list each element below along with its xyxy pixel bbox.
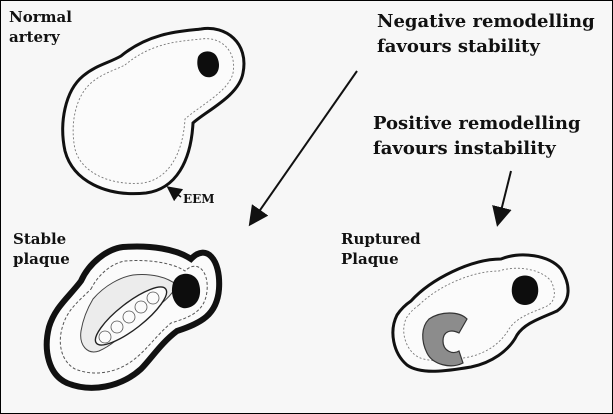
stable-plaque-lipid-core (172, 274, 200, 308)
normal-artery-wall (63, 28, 244, 193)
normal-artery-drawing (63, 28, 244, 193)
stable-plaque-drawing (47, 247, 219, 388)
ruptured-plaque-wall (393, 255, 568, 371)
eem-label: EEM (183, 189, 215, 209)
positive-remodelling-arrow (498, 171, 511, 223)
stable-plaque-label: Stable plaque (13, 229, 70, 269)
ruptured-plaque-drawing (393, 255, 568, 371)
positive-remodelling-label: Positive remodelling favours instability (373, 111, 581, 161)
ruptured-plaque-label: Ruptured Plaque (341, 229, 421, 269)
normal-artery-label: Normal artery (9, 7, 72, 47)
eem-pointer (169, 188, 181, 197)
negative-remodelling-arrow (251, 71, 357, 223)
negative-remodelling-label: Negative remodelling favours stability (377, 9, 595, 59)
ruptured-plaque-lipid-core (512, 276, 539, 306)
